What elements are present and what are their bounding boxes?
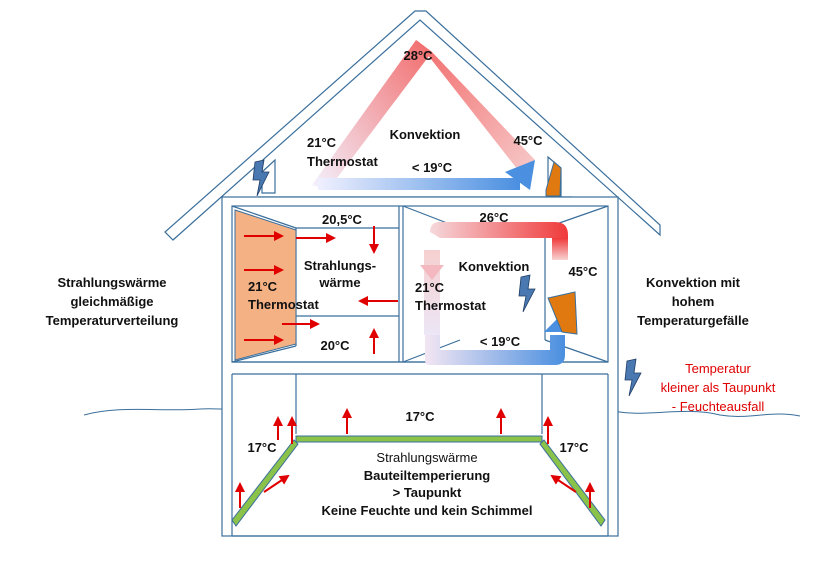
radiant-room-temp-bottom: 20°C bbox=[320, 338, 350, 353]
basement-radiant-panels bbox=[231, 435, 606, 527]
left-caption-line: Strahlungswärme bbox=[57, 275, 166, 290]
convection-room-thermostat-temp: 21°C bbox=[415, 280, 445, 295]
attic-heater bbox=[545, 161, 562, 197]
basement-temp-right: 17°C bbox=[559, 440, 589, 455]
dew-point-note: Temperatur kleiner als Taupunkt - Feucht… bbox=[661, 361, 776, 414]
right-caption-line: Konvektion mit bbox=[646, 275, 741, 290]
basement-temp-top: 17°C bbox=[405, 409, 435, 424]
moisture-lightning-icon-legend bbox=[624, 358, 642, 397]
basement-temp-left: 17°C bbox=[247, 440, 277, 455]
radiant-room-temp-top: 20,5°C bbox=[322, 212, 363, 227]
left-caption-line: gleichmäßige bbox=[70, 294, 153, 309]
radiant-wall-panel bbox=[234, 209, 297, 361]
convection-room-temp-low: < 19°C bbox=[480, 334, 521, 349]
basement-line: Strahlungswärme bbox=[376, 450, 477, 465]
radiant-room-thermostat-label: Thermostat bbox=[248, 297, 319, 312]
right-caption: Konvektion mit hohem Temperaturgefälle bbox=[637, 275, 749, 328]
moisture-lightning-icon-room bbox=[518, 274, 536, 313]
heat-arrows bbox=[235, 226, 595, 508]
right-caption-line: Temperaturgefälle bbox=[637, 313, 749, 328]
convection-room-temp-right: 45°C bbox=[568, 264, 598, 279]
radiant-room-label-line2: wärme bbox=[318, 275, 360, 290]
convection-room-convection-label: Konvektion bbox=[459, 259, 530, 274]
room-heater bbox=[547, 291, 578, 335]
dew-point-note-line: Temperatur bbox=[685, 361, 751, 376]
left-caption-line: Temperaturverteilung bbox=[46, 313, 179, 328]
attic-temp-right: 45°C bbox=[513, 133, 543, 148]
attic-convection-label: Konvektion bbox=[390, 127, 461, 142]
dew-point-note-line: - Feuchteausfall bbox=[672, 399, 765, 414]
attic-thermostat-temp: 21°C bbox=[307, 135, 337, 150]
room-convection-loop bbox=[420, 222, 572, 365]
basement-line: > Taupunkt bbox=[393, 485, 462, 500]
basement-line: Keine Feuchte und kein Schimmel bbox=[322, 503, 533, 518]
right-caption-line: hohem bbox=[672, 294, 715, 309]
ground-line-right bbox=[606, 408, 801, 417]
left-caption: Strahlungswärme gleichmäßige Temperaturv… bbox=[46, 275, 179, 328]
attic-temp-low: < 19°C bbox=[412, 160, 453, 175]
basement-line: Bauteiltemperierung bbox=[364, 468, 490, 483]
ground-line-left bbox=[83, 408, 233, 416]
convection-room-temp-top: 26°C bbox=[479, 210, 509, 225]
dew-point-note-line: kleiner als Taupunkt bbox=[661, 380, 776, 395]
moisture-lightning-icon-attic bbox=[252, 159, 270, 197]
attic-thermostat-label: Thermostat bbox=[307, 154, 378, 169]
attic-temp-top: 28°C bbox=[403, 48, 433, 63]
basement-description: Strahlungswärme Bauteiltemperierung > Ta… bbox=[322, 450, 533, 518]
convection-room-thermostat-label: Thermostat bbox=[415, 298, 486, 313]
attic-convection-loop bbox=[312, 40, 535, 190]
radiant-room-label-line1: Strahlungs- bbox=[304, 258, 376, 273]
radiant-room-thermostat-temp: 21°C bbox=[248, 279, 278, 294]
